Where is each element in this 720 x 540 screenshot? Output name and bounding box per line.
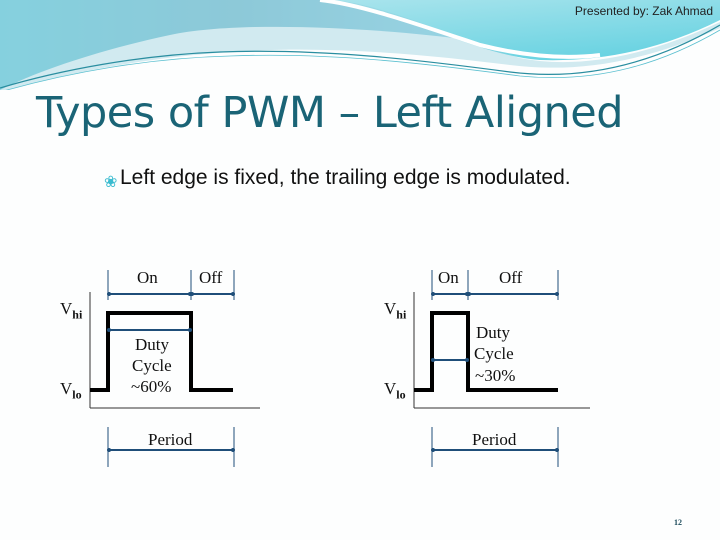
right-vhi-label: Vhi bbox=[384, 299, 407, 322]
left-duty-value: ~60% bbox=[131, 377, 172, 396]
left-duty-line1: Duty bbox=[135, 335, 169, 354]
left-period-label: Period bbox=[148, 430, 193, 449]
left-off-label: Off bbox=[199, 268, 223, 287]
decorative-bullet-icon: ❀ bbox=[104, 174, 118, 191]
diagram-left bbox=[89, 270, 260, 467]
right-duty-line2: Cycle bbox=[474, 344, 514, 363]
bullet-text: Left edge is fixed, the trailing edge is… bbox=[120, 166, 571, 189]
right-duty-value: ~30% bbox=[475, 366, 516, 385]
right-period-label: Period bbox=[472, 430, 517, 449]
left-vlo-label: Vlo bbox=[60, 379, 82, 402]
right-duty-line1: Duty bbox=[476, 323, 510, 342]
right-on-label: On bbox=[438, 268, 459, 287]
presenter-credit: Presented by: Zak Ahmad bbox=[574, 4, 713, 18]
diagram-right bbox=[413, 270, 590, 467]
left-duty-line2: Cycle bbox=[132, 356, 172, 375]
slide-title: Types of PWM – Left Aligned bbox=[36, 88, 624, 138]
right-vlo-label: Vlo bbox=[384, 379, 406, 402]
left-vhi-label: Vhi bbox=[60, 299, 83, 322]
page-number: 12 bbox=[674, 518, 682, 527]
left-on-label: On bbox=[137, 268, 158, 287]
header-wave-decoration bbox=[0, 0, 720, 90]
right-off-label: Off bbox=[499, 268, 523, 287]
